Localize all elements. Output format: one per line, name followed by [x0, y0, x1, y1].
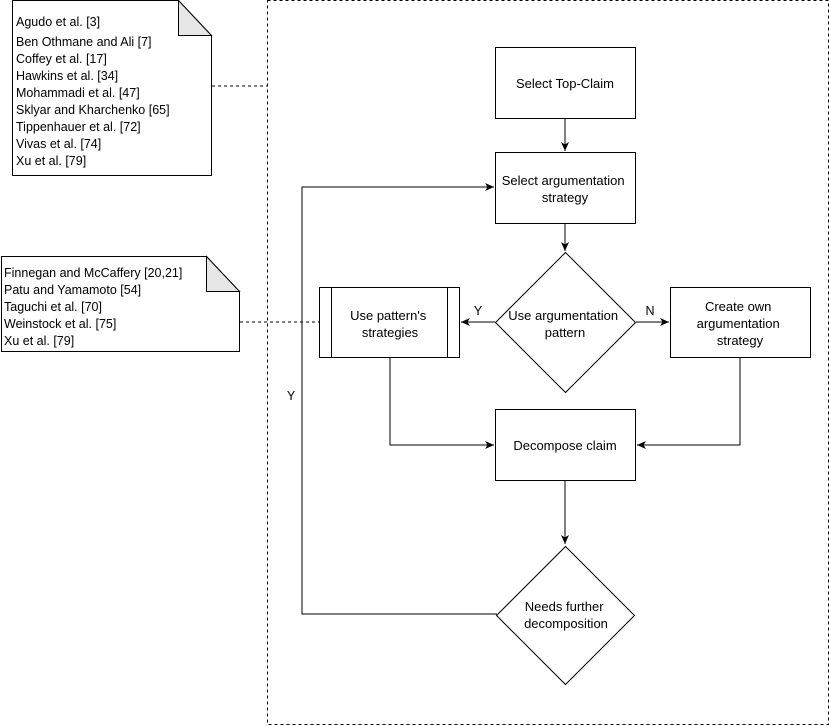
svg-text:Create own argumentation: Create own argumentation strategy — [697, 299, 784, 348]
svg-text:Finnegan and McCaffery [20,21]: Finnegan and McCaffery [20,21] — [4, 266, 182, 280]
reference-note-2: Finnegan and McCaffery [20,21] Patu and … — [1, 255, 241, 352]
edge-pattern-to-decompose — [389, 358, 494, 449]
svg-text:Sklyar and Kharchenko [65]: Sklyar and Kharchenko [65] — [16, 103, 170, 117]
reference-item: Ben Othmane and Ali [7] — [16, 35, 152, 49]
edge-loop-yes — [301, 183, 497, 615]
use-pattern-strategies-line1: Use pattern's — [350, 308, 427, 323]
edge-label-loop-yes: Y — [287, 389, 296, 403]
svg-text:Use argumentation patter: Use argumentation pattern — [508, 308, 621, 340]
decompose-claim-node: Decompose claim — [495, 409, 636, 481]
dashed-container — [267, 0, 829, 725]
needs-decomposition-line2: decomposition — [524, 616, 608, 631]
reference-item: Sklyar and Kharchenko [65] — [16, 103, 170, 117]
reference-item: Agudo et al. [3] — [16, 15, 100, 29]
svg-text:Weinstock et al. [75]: Weinstock et al. [75] — [4, 317, 116, 331]
create-own-line2: argumentation — [697, 316, 780, 331]
svg-text:Agudo et al. [3]: Agudo et al. [3] — [16, 15, 100, 29]
svg-text:Use pattern's strategies: Use pattern's strategies — [350, 308, 430, 340]
reference-item: Xu et al. [79] — [4, 334, 74, 348]
svg-text:Vivas et al. [74]: Vivas et al. [74] — [16, 137, 101, 151]
reference-item: Weinstock et al. [75] — [4, 317, 116, 331]
needs-decomposition-line1: Needs further — [525, 599, 604, 614]
select-strategy-label-line1: Select argumentation — [502, 173, 625, 188]
reference-item: Tippenhauer et al. [72] — [16, 120, 141, 134]
svg-text:Tippenhauer et al. [72]: Tippenhauer et al. [72] — [16, 120, 141, 134]
create-own-line3: strategy — [717, 333, 764, 348]
svg-text:Needs further decomposit: Needs further decomposition — [524, 599, 608, 631]
reference-item: Patu and Yamamoto [54] — [4, 283, 141, 297]
svg-text:Coffey et al. [17]: Coffey et al. [17] — [16, 52, 107, 66]
svg-text:Patu and Yamamoto [54]: Patu and Yamamoto [54] — [4, 283, 141, 297]
edge-own-to-decompose — [637, 358, 741, 449]
use-pattern-label-line2: pattern — [545, 325, 585, 340]
svg-text:Ben Othmane and Ali [7]: Ben Othmane and Ali [7] — [16, 35, 152, 49]
svg-text:Hawkins et al. [34]: Hawkins et al. [34] — [16, 69, 118, 83]
svg-text:Xu et al. [79]: Xu et al. [79] — [16, 154, 86, 168]
select-strategy-node: Select argumentation strategy — [495, 152, 636, 224]
reference-item: Coffey et al. [17] — [16, 52, 107, 66]
use-pattern-decision-node: Use argumentation pattern — [494, 251, 637, 394]
svg-text:Taguchi et al. [70]: Taguchi et al. [70] — [4, 300, 102, 314]
svg-text:Select argumentation str: Select argumentation strategy — [502, 173, 628, 205]
use-pattern-strategies-line2: strategies — [362, 325, 419, 340]
reference-item: Finnegan and McCaffery [20,21] — [4, 266, 182, 280]
reference-item: Mohammadi et al. [47] — [16, 86, 140, 100]
svg-text:Mohammadi et al. [47]: Mohammadi et al. [47] — [16, 86, 140, 100]
select-strategy-label-line2: strategy — [542, 190, 589, 205]
svg-text:Xu et al. [79]: Xu et al. [79] — [4, 334, 74, 348]
reference-note-1: Agudo et al. [3] Ben Othmane and Ali [7]… — [12, 0, 213, 176]
select-top-claim-label: Select Top-Claim — [516, 76, 614, 91]
create-own-line1: Create own — [705, 299, 771, 314]
needs-decomposition-decision-node: Needs further decomposition — [495, 545, 636, 686]
use-pattern-strategies-node: Use pattern's strategies — [319, 287, 460, 358]
reference-item: Taguchi et al. [70] — [4, 300, 102, 314]
reference-item: Hawkins et al. [34] — [16, 69, 118, 83]
decompose-claim-label: Decompose claim — [513, 438, 616, 453]
reference-item: Vivas et al. [74] — [16, 137, 101, 151]
reference-item: Xu et al. [79] — [16, 154, 86, 168]
use-pattern-label-line1: Use argumentation — [508, 308, 618, 323]
select-top-claim-node: Select Top-Claim — [495, 47, 636, 119]
edge-label-no: N — [645, 304, 654, 318]
edge-label-yes: Y — [474, 304, 483, 318]
create-own-strategy-node: Create own argumentation strategy — [670, 287, 811, 358]
